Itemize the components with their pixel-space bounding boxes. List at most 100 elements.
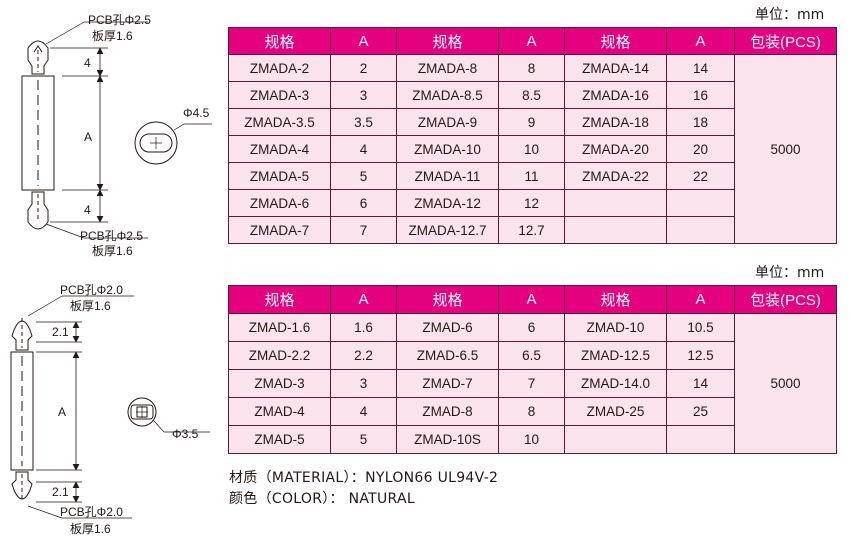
header-a: A	[330, 27, 397, 55]
table-cell: ZMAD-25	[564, 397, 667, 426]
table-cell: 16	[666, 81, 735, 109]
table-cell	[666, 425, 735, 454]
table-cell: ZMADA-10	[396, 135, 499, 163]
table-row: ZMADA-3 3 ZMADA-8.5 8.5 ZMADA-16 16	[228, 81, 837, 109]
table-cell: 10.5	[666, 313, 735, 342]
top-dim-head-bottom: 4	[84, 203, 91, 217]
table-cell: 6	[330, 189, 397, 217]
table-cell: 7	[330, 216, 397, 244]
table-row: ZMADA-6 6 ZMADA-12 12	[228, 189, 837, 217]
package-qty-cell: 5000	[734, 313, 837, 454]
table-cell	[564, 216, 667, 244]
table-cell: 1.6	[330, 313, 397, 342]
header-package: 包装(PCS)	[734, 285, 837, 314]
top-board-thickness-top-label: 板厚1.6	[92, 29, 133, 43]
table-cell: 18	[666, 108, 735, 136]
table-row: ZMAD-5 5 ZMAD-10S 10	[228, 425, 837, 454]
top-dim-body: A	[84, 130, 92, 144]
table-cell: 4	[330, 397, 397, 426]
table-cell: ZMADA-18	[564, 108, 667, 136]
bottom-board-thickness-top-label: 板厚1.6	[70, 299, 111, 313]
table-cell: 3	[330, 369, 397, 398]
top-pcb-hole-bottom-label: PCB孔Φ2.5	[80, 229, 143, 243]
top-hole-view	[134, 121, 178, 165]
table-cell: 14	[666, 369, 735, 398]
table-header-row: 规格 A 规格 A 规格 A 包装(PCS)	[228, 285, 837, 314]
table-cell: ZMAD-1.6	[228, 313, 331, 342]
package-qty-cell: 5000	[734, 54, 837, 244]
table-row: ZMADA-3.5 3.5 ZMADA-9 9 ZMADA-18 18	[228, 108, 837, 136]
bottom-pcb-hole-top-label: PCB孔Φ2.0	[60, 283, 123, 297]
header-a: A	[498, 285, 565, 314]
table-cell: 22	[666, 162, 735, 190]
table-cell: ZMADA-7	[228, 216, 331, 244]
table-cell: 8.5	[498, 81, 565, 109]
table-cell: 12	[498, 189, 565, 217]
table-cell: ZMAD-5	[228, 425, 331, 454]
table-cell: 10	[498, 135, 565, 163]
table-cell: ZMADA-9	[396, 108, 499, 136]
bottom-dim-head-top: 2.1	[52, 325, 69, 339]
header-a: A	[666, 27, 735, 55]
table-cell: ZMADA-14	[564, 54, 667, 82]
table-row: ZMAD-2.2 2.2 ZMAD-6.5 6.5 ZMAD-12.5 12.5	[228, 341, 837, 370]
material-line: 材质（MATERIAL）：NYLON66 UL94V-2	[229, 470, 499, 486]
table-cell: ZMAD-7	[396, 369, 499, 398]
header-package: 包装(PCS)	[734, 27, 837, 55]
header-spec: 规格	[228, 27, 331, 55]
top-pcb-hole-top-label: PCB孔Φ2.5	[88, 13, 151, 27]
bottom-dim-body: A	[58, 405, 66, 419]
table-cell: ZMADA-6	[228, 189, 331, 217]
table-cell: 8	[498, 397, 565, 426]
table-cell: 14	[666, 54, 735, 82]
top-board-thickness-bottom-label: 板厚1.6	[92, 244, 133, 258]
spec-table-zmada: 规格 A 规格 A 规格 A 包装(PCS) ZMADA-2 2 ZMADA-8…	[228, 27, 837, 244]
table-row: ZMAD-1.6 1.6 ZMAD-6 6 ZMAD-10 10.5 5000	[228, 313, 837, 454]
table-cell: ZMADA-2	[228, 54, 331, 82]
table-cell: 3	[330, 81, 397, 109]
table-cell: ZMADA-12	[396, 189, 499, 217]
table-cell: 25	[666, 397, 735, 426]
bottom-hole-view	[127, 397, 157, 427]
bottom-board-thickness-bottom-label: 板厚1.6	[70, 522, 111, 536]
table-cell: ZMAD-8	[396, 397, 499, 426]
table-row: ZMADA-7 7 ZMADA-12.7 12.7	[228, 216, 837, 244]
table-row: ZMADA-2 2 ZMADA-8 8 ZMADA-14 14 5000	[228, 54, 837, 244]
table-cell	[564, 189, 667, 217]
header-a: A	[498, 27, 565, 55]
table-cell: ZMAD-14.0	[564, 369, 667, 398]
unit-label-bottom: 单位：mm	[755, 265, 825, 281]
color-line: 颜色（COLOR）： NATURAL	[229, 491, 415, 507]
table-cell: ZMADA-5	[228, 162, 331, 190]
bottom-pcb-hole-bottom-label: PCB孔Φ2.0	[60, 505, 123, 519]
technical-drawing: PCB孔Φ2.5 板厚1.6 4 A 4 PCB孔Φ2.5 板厚1.6 Φ4.5…	[10, 13, 212, 536]
bottom-hole-diameter-label: Φ3.5	[172, 427, 199, 441]
table-cell: ZMAD-3	[228, 369, 331, 398]
table-cell: 5	[330, 162, 397, 190]
header-spec: 规格	[396, 27, 499, 55]
header-a: A	[330, 285, 397, 314]
table-cell: 7	[498, 369, 565, 398]
table-cell: ZMAD-10	[564, 313, 667, 342]
header-a: A	[666, 285, 735, 314]
table-cell: ZMADA-22	[564, 162, 667, 190]
table-cell: ZMADA-16	[564, 81, 667, 109]
bottom-spacer-lower-snap	[11, 471, 33, 500]
table-cell: 11	[498, 162, 565, 190]
material-notes: 材质（MATERIAL）：NYLON66 UL94V-2 颜色（COLOR）： …	[229, 468, 498, 510]
table-cell: ZMADA-20	[564, 135, 667, 163]
table-cell: 2	[330, 54, 397, 82]
table-cell: ZMADA-8.5	[396, 81, 499, 109]
table-cell: 10	[498, 425, 565, 454]
header-spec: 规格	[228, 285, 331, 314]
table-cell: ZMAD-6	[396, 313, 499, 342]
table-cell: 9	[498, 108, 565, 136]
table-cell: ZMAD-6.5	[396, 341, 499, 370]
top-hole-diameter-label: Φ4.5	[183, 106, 210, 120]
table-row: ZMADA-5 5 ZMADA-11 11 ZMADA-22 22	[228, 162, 837, 190]
table-cell: 6.5	[498, 341, 565, 370]
spec-table-zmad: 规格 A 规格 A 规格 A 包装(PCS) ZMAD-1.6 1.6 ZMAD…	[228, 285, 837, 454]
header-spec: 规格	[564, 285, 667, 314]
table-row: ZMAD-4 4 ZMAD-8 8 ZMAD-25 25	[228, 397, 837, 426]
table-cell	[564, 425, 667, 454]
